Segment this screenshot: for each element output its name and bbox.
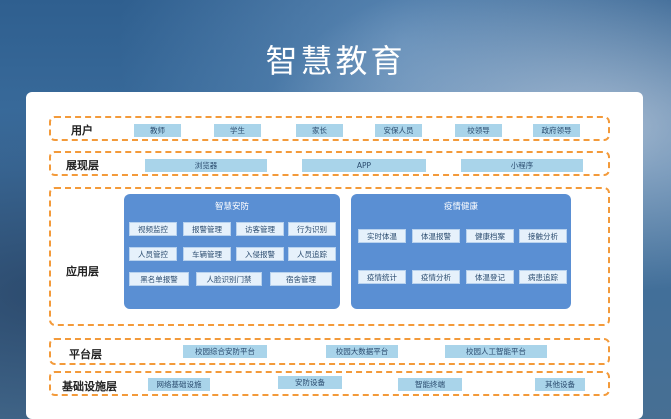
- presentation-chip: 浏览器: [145, 159, 267, 172]
- security-item: 入侵报警: [236, 247, 284, 261]
- user-chip: 教师: [134, 124, 181, 137]
- layer-users: [49, 116, 610, 141]
- health-item: 实时体温: [358, 229, 406, 243]
- layer-infrastructure-label: 基础设施层: [62, 380, 117, 393]
- user-chip: 政府领导: [533, 124, 580, 137]
- health-item: 疫情统计: [358, 270, 406, 284]
- security-item: 报警管理: [183, 222, 231, 236]
- user-chip: 学生: [214, 124, 261, 137]
- architecture-panel: 用户 教师 学生 家长 安保人员 校领导 政府领导 展现层 浏览器 APP 小程…: [26, 92, 643, 419]
- infrastructure-chip: 安防设备: [278, 376, 342, 389]
- user-chip: 家长: [296, 124, 343, 137]
- group-title: 智慧安防: [214, 202, 249, 212]
- infrastructure-chip: 其他设备: [535, 378, 585, 391]
- group-title: 疫情健康: [443, 202, 478, 212]
- security-item: 访客管理: [236, 222, 284, 236]
- layer-presentation: [49, 151, 610, 176]
- layer-platform: [49, 338, 610, 365]
- health-item: 接触分析: [519, 229, 567, 243]
- layer-application-label: 应用层: [66, 265, 99, 278]
- group-epidemic-health: 疫情健康 实时体温 体温报警 健康档案 接触分析 疫情统计 疫情分析 体温登记 …: [351, 194, 571, 309]
- platform-chip: 校园人工智能平台: [445, 345, 547, 358]
- security-item: 宿舍管理: [270, 272, 332, 286]
- health-item: 健康档案: [466, 229, 514, 243]
- platform-chip: 校园综合安防平台: [183, 345, 267, 358]
- user-chip: 校领导: [455, 124, 502, 137]
- layer-users-label: 用户: [71, 124, 93, 137]
- layer-platform-label: 平台层: [69, 348, 102, 361]
- platform-chip: 校园大数据平台: [326, 345, 398, 358]
- infrastructure-chip: 智能终端: [398, 378, 462, 391]
- presentation-chip: APP: [302, 159, 426, 172]
- security-item: 人员管控: [129, 247, 177, 261]
- security-item: 视频监控: [129, 222, 177, 236]
- security-item: 黑名单报警: [129, 272, 189, 286]
- health-item: 体温登记: [466, 270, 514, 284]
- security-item: 车辆管理: [183, 247, 231, 261]
- health-item: 体温报警: [412, 229, 460, 243]
- layer-presentation-label: 展现层: [66, 159, 99, 172]
- layer-application: [49, 187, 610, 326]
- group-smart-security: 智慧安防 视频监控 报警管理 访客管理 行为识别 人员管控 车辆管理 入侵报警 …: [124, 194, 340, 309]
- health-item: 病患追踪: [519, 270, 567, 284]
- security-item: 人员追踪: [288, 247, 336, 261]
- health-item: 疫情分析: [412, 270, 460, 284]
- security-item: 人脸识别门禁: [196, 272, 262, 286]
- user-chip: 安保人员: [375, 124, 422, 137]
- presentation-chip: 小程序: [461, 159, 583, 172]
- layer-infrastructure: [49, 371, 610, 396]
- security-item: 行为识别: [288, 222, 336, 236]
- infrastructure-chip: 网络基础设施: [148, 378, 210, 391]
- page-title: 智慧教育: [265, 42, 406, 80]
